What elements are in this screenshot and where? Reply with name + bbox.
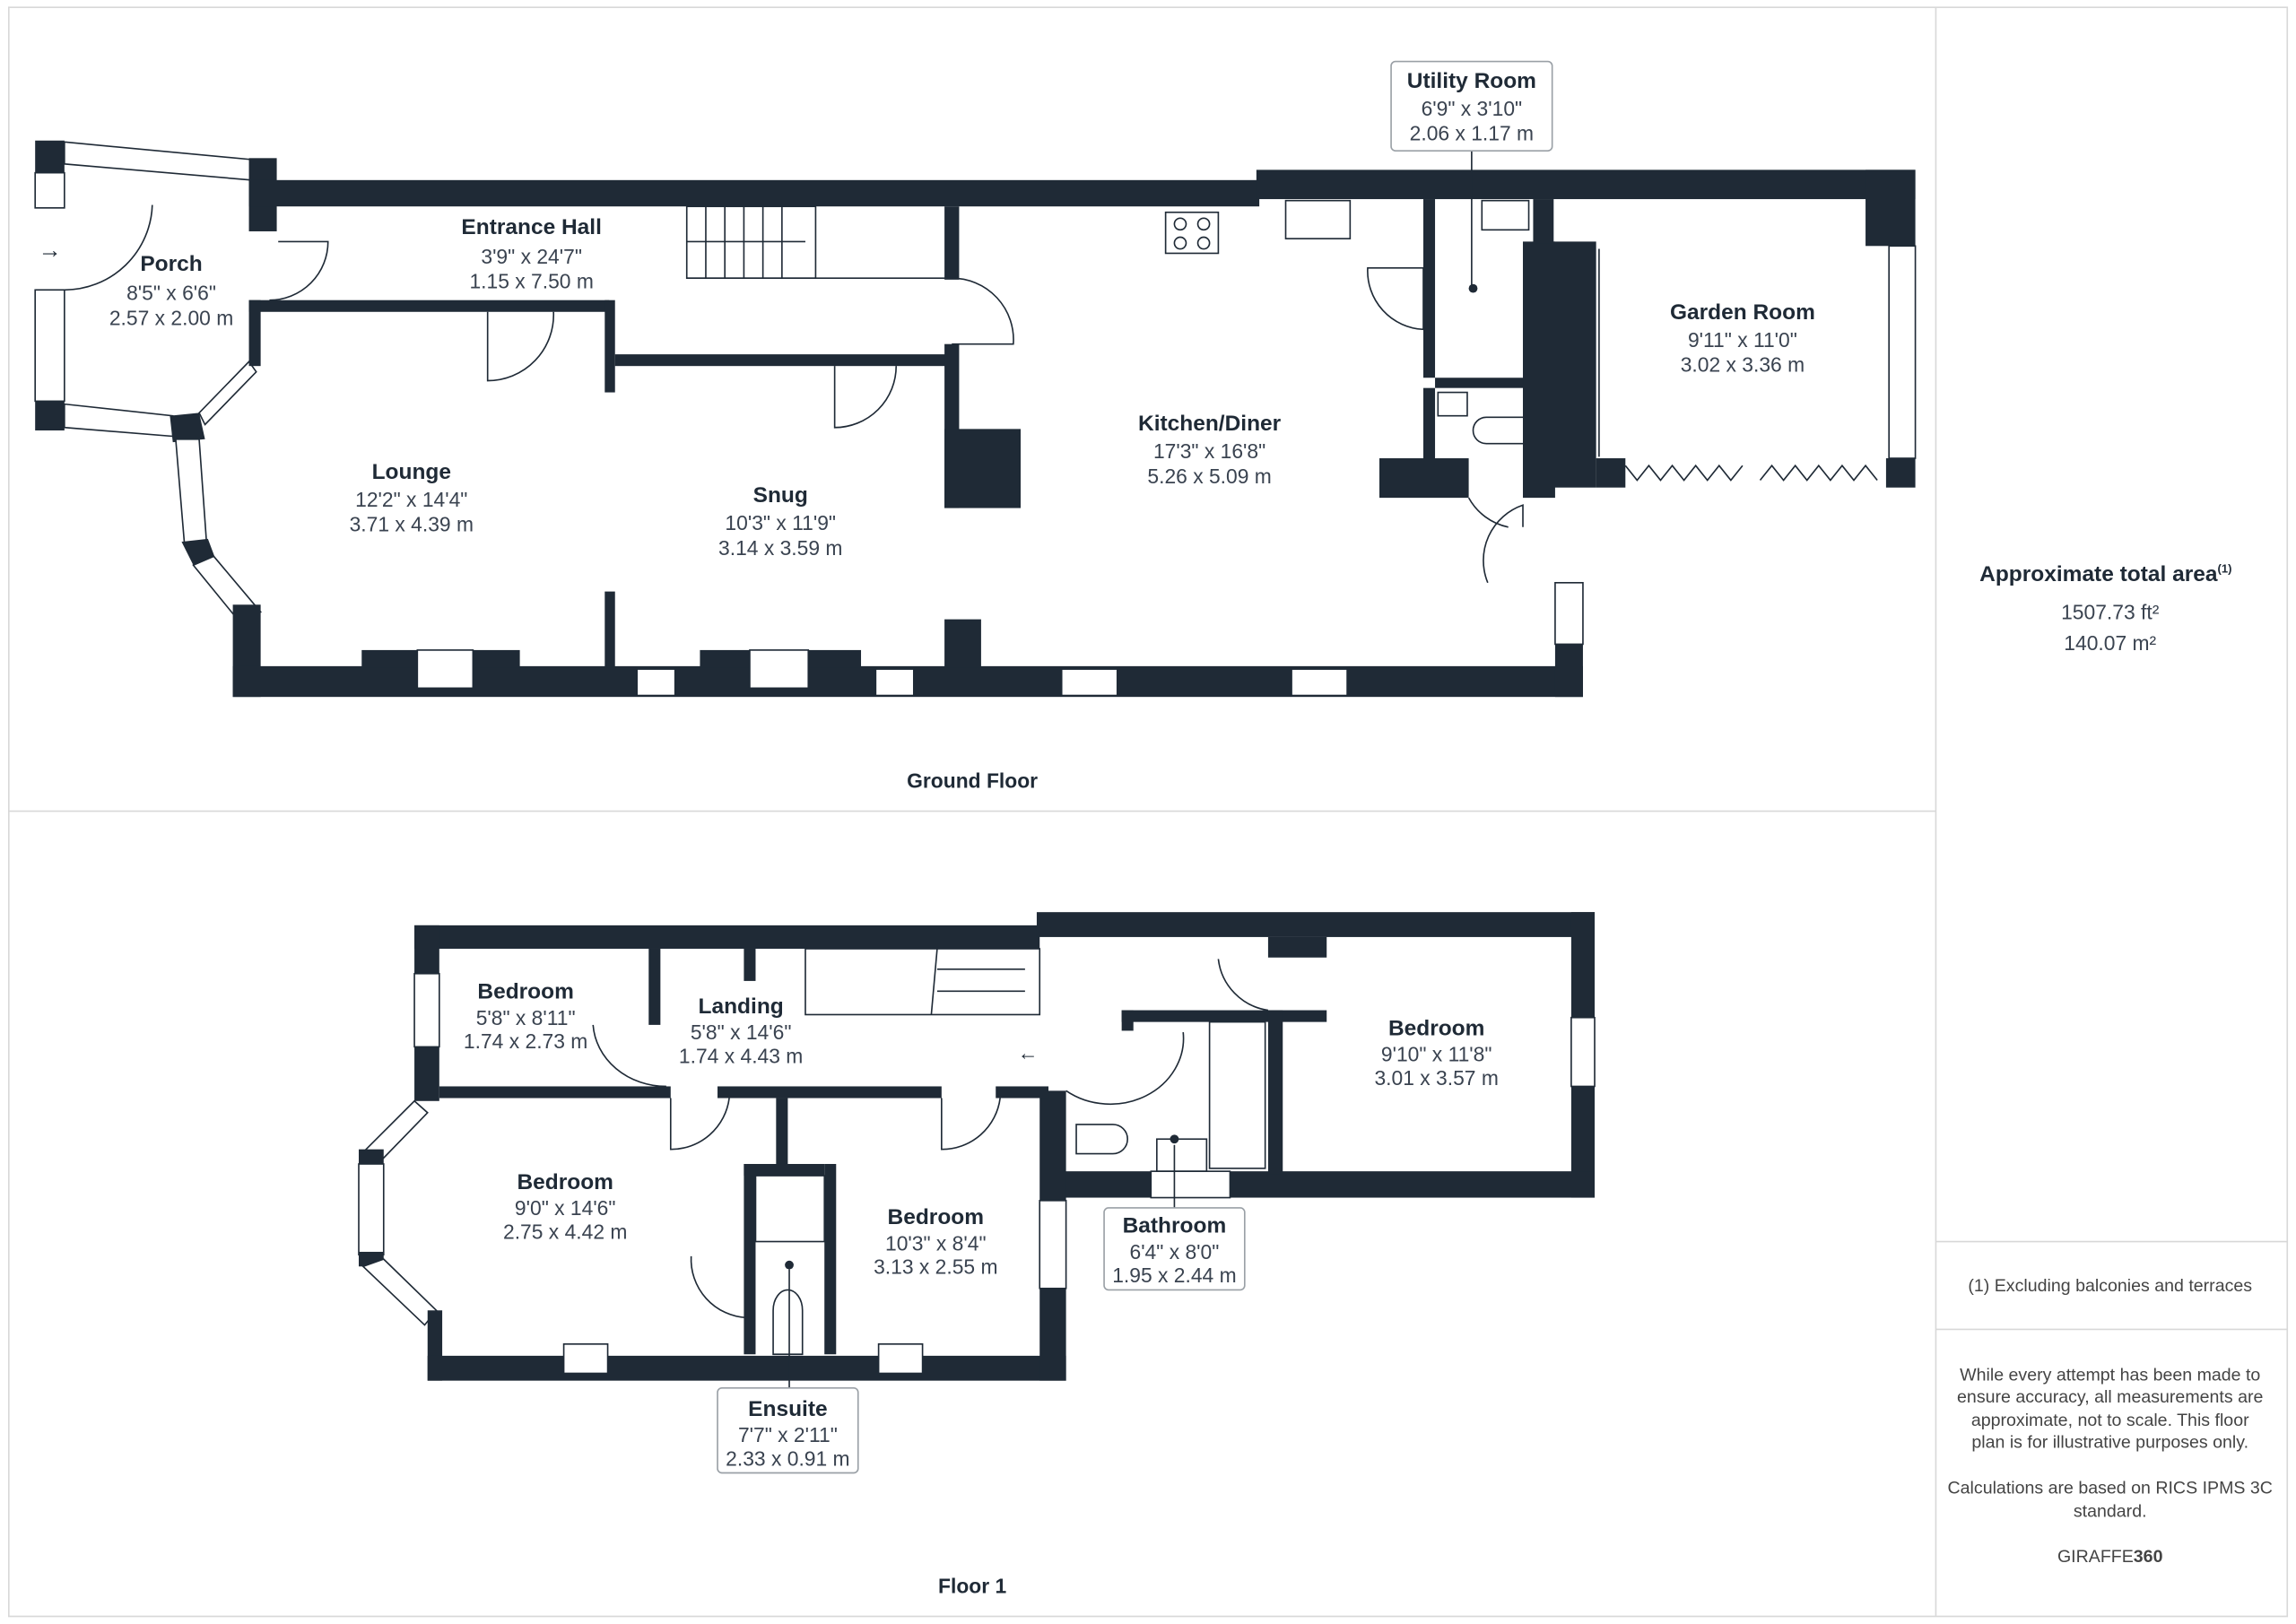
- room-label-ensuite: Ensuite 7'7" x 2'11" 2.33 x 0.91 m: [717, 1269, 859, 1474]
- room-name: Bathroom: [1123, 1214, 1227, 1238]
- room-metric: 2.33 x 0.91 m: [726, 1446, 849, 1470]
- calc-note-line: standard.: [2074, 1501, 2147, 1521]
- room-label-porch: Porch 8'5" x 6'6" 2.57 x 2.00 m: [109, 252, 233, 329]
- disclaimer-line: approximate, not to scale. This floor: [1971, 1411, 2249, 1430]
- room-imperial: 10'3" x 8'4": [885, 1231, 987, 1255]
- ground-floor-plan: →: [34, 60, 1917, 792]
- total-area-ft: 1507.73 ft²: [2061, 601, 2160, 624]
- room-imperial: 5'8" x 14'6": [691, 1020, 792, 1044]
- floor-1-plan: ← Bedroom 5'8" x 8'11" 1.74 x 2.73 m Lan…: [358, 912, 1596, 1597]
- room-name: Bedroom: [517, 1170, 613, 1194]
- room-name: Kitchen/Diner: [1138, 412, 1282, 436]
- room-name: Garden Room: [1670, 300, 1815, 325]
- room-name: Utility Room: [1407, 69, 1536, 93]
- room-label-bedroom-small: Bedroom 5'8" x 8'11" 1.74 x 2.73 m: [464, 980, 587, 1054]
- room-label-utility-room: Utility Room 6'9" x 3'10" 2.06 x 1.17 m: [1390, 60, 1553, 288]
- floor-label-ground: Ground Floor: [907, 769, 1038, 792]
- room-metric: 3.02 x 3.36 m: [1681, 353, 1805, 377]
- hob-icon: [1164, 211, 1220, 255]
- room-metric: 3.71 x 4.39 m: [350, 513, 474, 536]
- porch-door: [64, 204, 153, 291]
- room-name: Bedroom: [477, 980, 573, 1004]
- room-label-snug: Snug 10'3" x 11'9" 3.14 x 3.59 m: [718, 483, 842, 560]
- sink-icon: [1284, 199, 1352, 239]
- room-metric: 2.75 x 4.42 m: [503, 1220, 627, 1243]
- room-imperial: 8'5" x 6'6": [126, 282, 216, 305]
- floor-label-1: Floor 1: [938, 1574, 1006, 1597]
- stairs-arrow-icon: ←: [1018, 1041, 1039, 1064]
- room-metric: 1.74 x 4.43 m: [679, 1044, 803, 1067]
- room-imperial: 6'4" x 8'0": [1129, 1240, 1219, 1264]
- room-imperial: 17'3" x 16'8": [1153, 439, 1265, 463]
- room-metric: 3.14 x 3.59 m: [718, 536, 842, 560]
- brand-logo: GIRAFFE360: [2057, 1547, 2163, 1567]
- room-metric: 1.74 x 2.73 m: [464, 1029, 587, 1053]
- room-label-garden-room: Garden Room 9'11" x 11'0" 3.02 x 3.36 m: [1670, 300, 1815, 377]
- room-name: Lounge: [372, 460, 451, 484]
- room-name: Landing: [699, 994, 784, 1019]
- total-area-title: Approximate total area(1): [1979, 561, 2231, 586]
- room-imperial: 9'0" x 14'6": [515, 1196, 616, 1220]
- disclaimer-line: ensure accuracy, all measurements are: [1957, 1387, 2263, 1407]
- disclaimer-line: While every attempt has been made to: [1960, 1366, 2260, 1385]
- room-label-bedroom-middle: Bedroom 10'3" x 8'4" 3.13 x 2.55 m: [874, 1205, 997, 1279]
- room-metric: 2.57 x 2.00 m: [109, 306, 233, 329]
- room-imperial: 5'8" x 8'11": [476, 1006, 576, 1029]
- room-imperial: 3'9" x 24'7": [481, 245, 582, 268]
- room-label-bathroom: Bathroom 6'4" x 8'0" 1.95 x 2.44 m: [1103, 1144, 1246, 1291]
- room-name: Ensuite: [748, 1397, 827, 1421]
- room-label-kitchen-diner: Kitchen/Diner 17'3" x 16'8" 5.26 x 5.09 …: [1138, 412, 1282, 488]
- room-name: Entrance Hall: [461, 215, 601, 239]
- room-metric: 3.01 x 3.57 m: [1374, 1066, 1498, 1090]
- room-name: Bedroom: [888, 1205, 984, 1229]
- room-label-landing: Landing 5'8" x 14'6" 1.74 x 4.43 m: [679, 994, 803, 1068]
- calc-note-line: Calculations are based on RICS IPMS 3C: [1948, 1478, 2273, 1498]
- room-metric: 5.26 x 5.09 m: [1147, 465, 1271, 488]
- room-imperial: 6'9" x 3'10": [1422, 97, 1523, 120]
- room-metric: 1.15 x 7.50 m: [469, 270, 593, 293]
- room-imperial: 7'7" x 2'11": [738, 1423, 838, 1446]
- footnote: (1) Excluding balconies and terraces: [1968, 1276, 2252, 1296]
- room-label-lounge: Lounge 12'2" x 14'4" 3.71 x 4.39 m: [350, 460, 474, 536]
- room-name: Porch: [140, 252, 202, 276]
- room-imperial: 12'2" x 14'4": [355, 488, 467, 511]
- room-metric: 2.06 x 1.17 m: [1410, 122, 1534, 145]
- room-imperial: 9'10" x 11'8": [1381, 1043, 1492, 1066]
- summary-panel: Approximate total area(1) 1507.73 ft² 14…: [1948, 561, 2273, 1567]
- disclaimer-line: plan is for illustrative purposes only.: [1971, 1433, 2248, 1453]
- room-metric: 3.13 x 2.55 m: [874, 1255, 997, 1278]
- total-area-m: 140.07 m²: [2064, 631, 2156, 655]
- room-label-entrance-hall: Entrance Hall 3'9" x 24'7" 1.15 x 7.50 m: [461, 215, 601, 292]
- room-imperial: 10'3" x 11'9": [725, 511, 836, 534]
- room-metric: 1.95 x 2.44 m: [1112, 1264, 1236, 1287]
- room-label-bedroom-main: Bedroom 9'0" x 14'6" 2.75 x 4.42 m: [503, 1170, 627, 1244]
- entry-arrow-icon: →: [38, 236, 61, 263]
- room-name: Snug: [753, 483, 808, 508]
- room-name: Bedroom: [1388, 1016, 1484, 1040]
- room-label-bedroom-rear: Bedroom 9'10" x 11'8" 3.01 x 3.57 m: [1374, 1016, 1498, 1090]
- room-imperial: 9'11" x 11'0": [1688, 328, 1797, 352]
